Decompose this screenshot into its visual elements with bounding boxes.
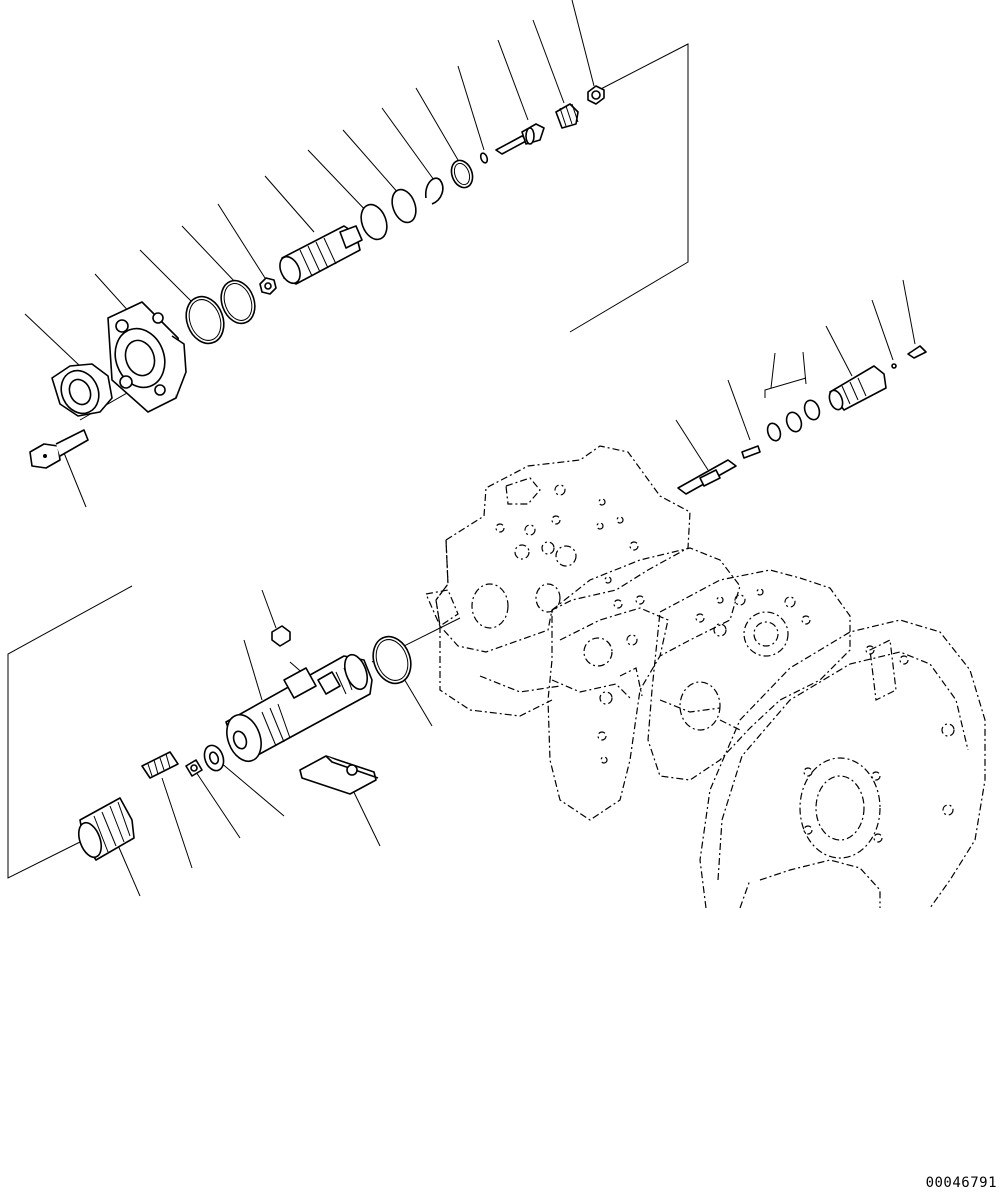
- cap-part: [907, 345, 927, 359]
- o-ring-3: [360, 203, 388, 241]
- right-group: [675, 279, 927, 495]
- washer-part: [203, 744, 225, 772]
- o-ring-4: [391, 188, 417, 224]
- bolt-part: [29, 429, 89, 469]
- o-ring-1: [185, 295, 225, 345]
- sleeve-plug-part: [828, 365, 887, 411]
- spring-part: [555, 103, 579, 129]
- small-spring-part: [141, 751, 179, 779]
- small-nut-part: [259, 277, 277, 295]
- upper-leaders: [24, 0, 595, 508]
- o-ring-5: [450, 159, 474, 189]
- lower-leaders: [113, 589, 433, 897]
- o-ring-large: [372, 635, 412, 685]
- o-ring-a: [766, 422, 782, 442]
- plug-part: [587, 85, 605, 105]
- piston-sleeve-part: [279, 225, 363, 285]
- servo-piston-part: [225, 653, 373, 763]
- seat-part: [185, 759, 203, 777]
- lever-block-part: [299, 755, 379, 795]
- drawing-id-label: 00046791: [925, 1175, 997, 1191]
- stem-part: [495, 123, 545, 155]
- flange-part: [107, 301, 187, 413]
- lower-bracket: [7, 585, 133, 879]
- o-ring-2: [220, 279, 256, 325]
- upper-group: [24, 0, 689, 508]
- lower-group: [7, 585, 461, 897]
- spool-part: [677, 459, 737, 495]
- big-spring-part: [77, 797, 135, 861]
- snap-ring: [424, 177, 444, 205]
- o-ring-b: [785, 411, 803, 433]
- small-plug-part: [271, 625, 291, 647]
- small-ball: [891, 363, 897, 369]
- upper-bracket: [569, 43, 689, 333]
- small-o-ring: [479, 152, 489, 164]
- pin-part: [741, 445, 761, 459]
- o-ring-c: [803, 399, 821, 421]
- nut-part: [51, 363, 113, 417]
- right-leaders: [675, 279, 916, 471]
- pump-assembly: [425, 445, 986, 909]
